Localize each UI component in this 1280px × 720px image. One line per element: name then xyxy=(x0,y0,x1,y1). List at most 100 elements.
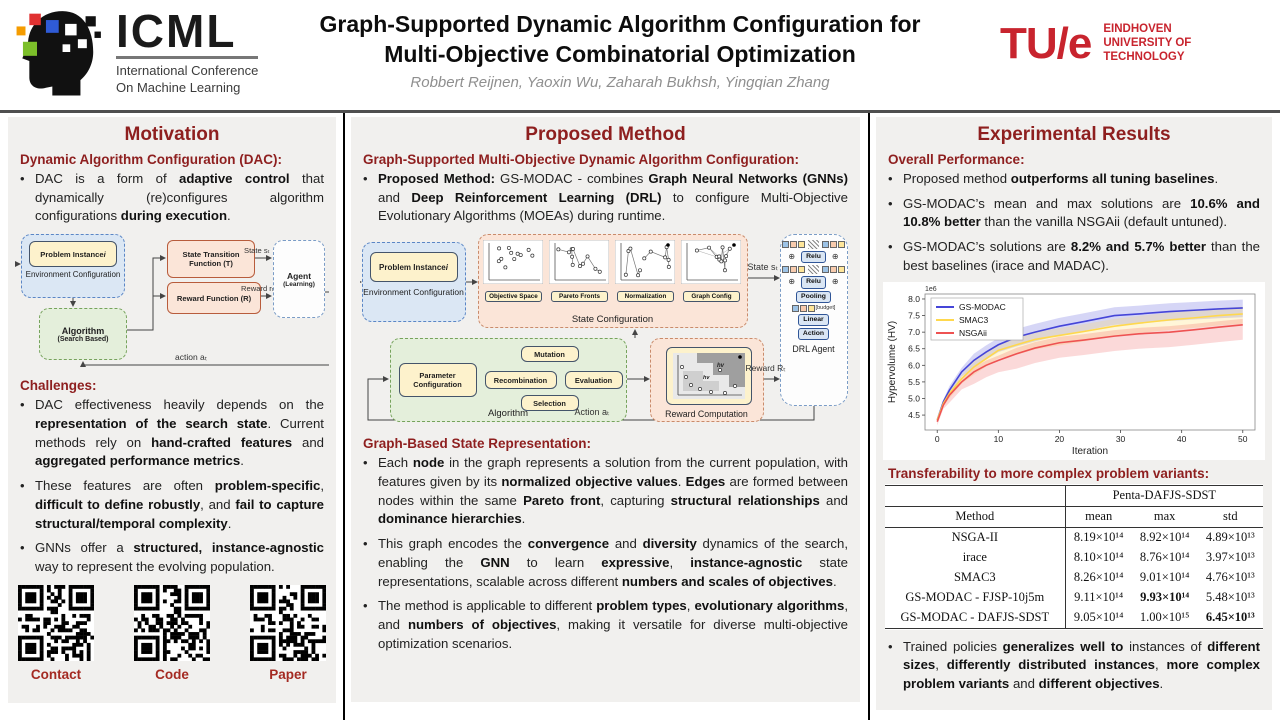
reward-arrow-label: Reward Rₜ xyxy=(745,363,786,374)
reward-computation-caption: Reward Computation xyxy=(665,409,748,420)
bullet-dot: • xyxy=(20,397,25,413)
svg-text:hvbest: hvbest xyxy=(717,363,725,369)
poster-authors: Robbert Reijnen, Yaoxin Wu, Zaharah Bukh… xyxy=(410,73,830,91)
svg-text:SMAC3: SMAC3 xyxy=(959,315,989,325)
icml-underline xyxy=(116,56,259,60)
dac-diagram: Problem Instance i Environment Configura… xyxy=(15,232,329,372)
embedding-row: [budget] xyxy=(791,304,836,312)
svg-text:20: 20 xyxy=(1055,434,1065,444)
oplus-icon: ⊕ xyxy=(831,277,839,287)
environment-box: Problem Instance i Environment Configura… xyxy=(21,234,125,299)
objective-space-label: Objective Space xyxy=(484,291,543,303)
method-diagram: Problem Instance i Environment Configura… xyxy=(359,232,852,430)
qr-contact: Contact xyxy=(18,584,95,682)
reward-arrow-label: Reward rₜ xyxy=(241,284,275,294)
node-features-row xyxy=(782,240,845,250)
state-arrow-label: State sₜ xyxy=(747,262,779,273)
svg-text:1e6: 1e6 xyxy=(925,286,937,293)
drl-agent-caption: DRL Agent xyxy=(792,344,835,355)
bullet-dot: • xyxy=(363,598,368,614)
state-transition-box: State Transition Function (T) xyxy=(167,240,255,279)
relu-box-1: Relu xyxy=(801,251,826,264)
state-arrow-label: State sₜ xyxy=(244,246,270,256)
bullet-dot: • xyxy=(888,171,893,186)
overall-bullet-3: •GS-MODAC’s solutions are 8.2% and 5.7% … xyxy=(888,238,1260,275)
qr-code-code xyxy=(134,584,211,662)
svg-text:Iteration: Iteration xyxy=(1072,446,1108,457)
reward-plot: hvbesthvt xyxy=(672,353,745,400)
algorithm-box: Algorithm (Search Based) xyxy=(39,308,127,361)
qr-contact-label: Contact xyxy=(30,666,82,682)
agent-sublabel: (Learning) xyxy=(283,280,315,288)
bullet-dot: • xyxy=(363,171,368,186)
svg-text:5.0: 5.0 xyxy=(908,393,920,403)
table-group-header-row: Penta-DAFJS-SDST xyxy=(885,484,1263,507)
algorithm-label: Algorithm xyxy=(61,325,105,336)
gbsr-heading: Graph-Based State Representation: xyxy=(363,436,592,452)
bullet-dot: • xyxy=(363,536,368,552)
qr-paper-label: Paper xyxy=(269,666,307,682)
svg-text:30: 30 xyxy=(1116,434,1126,444)
bullet-dot: • xyxy=(363,455,368,471)
normalization-plot xyxy=(614,239,675,285)
environment-box: Problem Instance i Environment Configura… xyxy=(361,242,466,323)
reward-plot-frame: hvbesthvt xyxy=(665,347,752,406)
svg-text:10: 10 xyxy=(994,434,1004,444)
graph-config-label: Graph Config xyxy=(682,291,741,303)
icml-logo: ICML International Conference On Machine… xyxy=(14,5,259,98)
svg-text:8.0: 8.0 xyxy=(908,294,920,304)
icml-head-icon xyxy=(16,11,101,96)
environment-caption: Environment Configuration xyxy=(363,287,464,298)
action-box: Action xyxy=(797,327,830,341)
method-heading: Graph-Supported Multi-Objective Dynamic … xyxy=(363,152,800,167)
challenges-heading: Challenges: xyxy=(20,378,97,394)
svg-text:5.5: 5.5 xyxy=(908,377,920,387)
motivation-panel: Motivation Dynamic Algorithm Configurati… xyxy=(8,117,336,703)
column-divider-2 xyxy=(868,113,870,720)
svg-text:6.0: 6.0 xyxy=(908,360,920,370)
results-title: Experimental Results xyxy=(977,124,1171,145)
poster-header: ICML International Conference On Machine… xyxy=(0,0,1280,110)
budget-label: [budget] xyxy=(815,305,836,312)
results-panel: Experimental Results Overall Performance… xyxy=(876,117,1272,710)
method-diagram-arrows xyxy=(359,275,814,421)
qr-code: Code xyxy=(134,584,211,682)
tue-subtitle-2: UNIVERSITY OF xyxy=(1103,37,1192,50)
environment-caption: Environment Configuration xyxy=(25,270,121,280)
dac-heading: Dynamic Algorithm Configuration (DAC): xyxy=(20,152,282,167)
bullet-dot: • xyxy=(888,195,893,211)
icml-acronym: ICML xyxy=(116,5,237,58)
message-passing-icon xyxy=(808,240,819,250)
recombination-box: Recombination xyxy=(484,371,557,390)
column-divider-1 xyxy=(343,113,345,720)
bullet-dot: • xyxy=(888,638,893,654)
mutation-box: Mutation xyxy=(520,346,579,363)
oplus-icon: ⊕ xyxy=(788,277,796,287)
gbsr-bullet-1: •Each node in the graph represents a sol… xyxy=(363,454,848,529)
aggregation-row: ⊕ Relu ⊕ xyxy=(788,276,839,289)
linear-box: Linear xyxy=(798,313,829,326)
reward-function-box: Reward Function (R) xyxy=(167,282,261,315)
bullet-dot: • xyxy=(888,239,893,255)
svg-text:40: 40 xyxy=(1177,434,1187,444)
dac-bullet: • DAC is a form of adaptive control that… xyxy=(20,170,324,226)
challenge-bullet-3: •GNNs offer a structured, instance-agnos… xyxy=(20,539,324,576)
evaluation-box: Evaluation xyxy=(564,371,623,390)
svg-text:4.5: 4.5 xyxy=(908,410,920,420)
bullet-dot: • xyxy=(20,478,25,494)
pooling-box: Pooling xyxy=(796,290,831,303)
method-intro-bullet: •Proposed Method: GS-MODAC - combines Gr… xyxy=(363,170,848,226)
method-title: Proposed Method xyxy=(525,124,686,145)
overall-bullet-1: •Proposed method outperforms all tuning … xyxy=(888,170,1260,189)
qr-code-label: Code xyxy=(155,666,189,682)
qr-paper-code xyxy=(250,584,327,662)
oplus-icon: ⊕ xyxy=(831,252,839,262)
transfer-heading: Transferability to more complex problem … xyxy=(888,465,1210,481)
pareto-fronts-plot xyxy=(548,239,609,285)
